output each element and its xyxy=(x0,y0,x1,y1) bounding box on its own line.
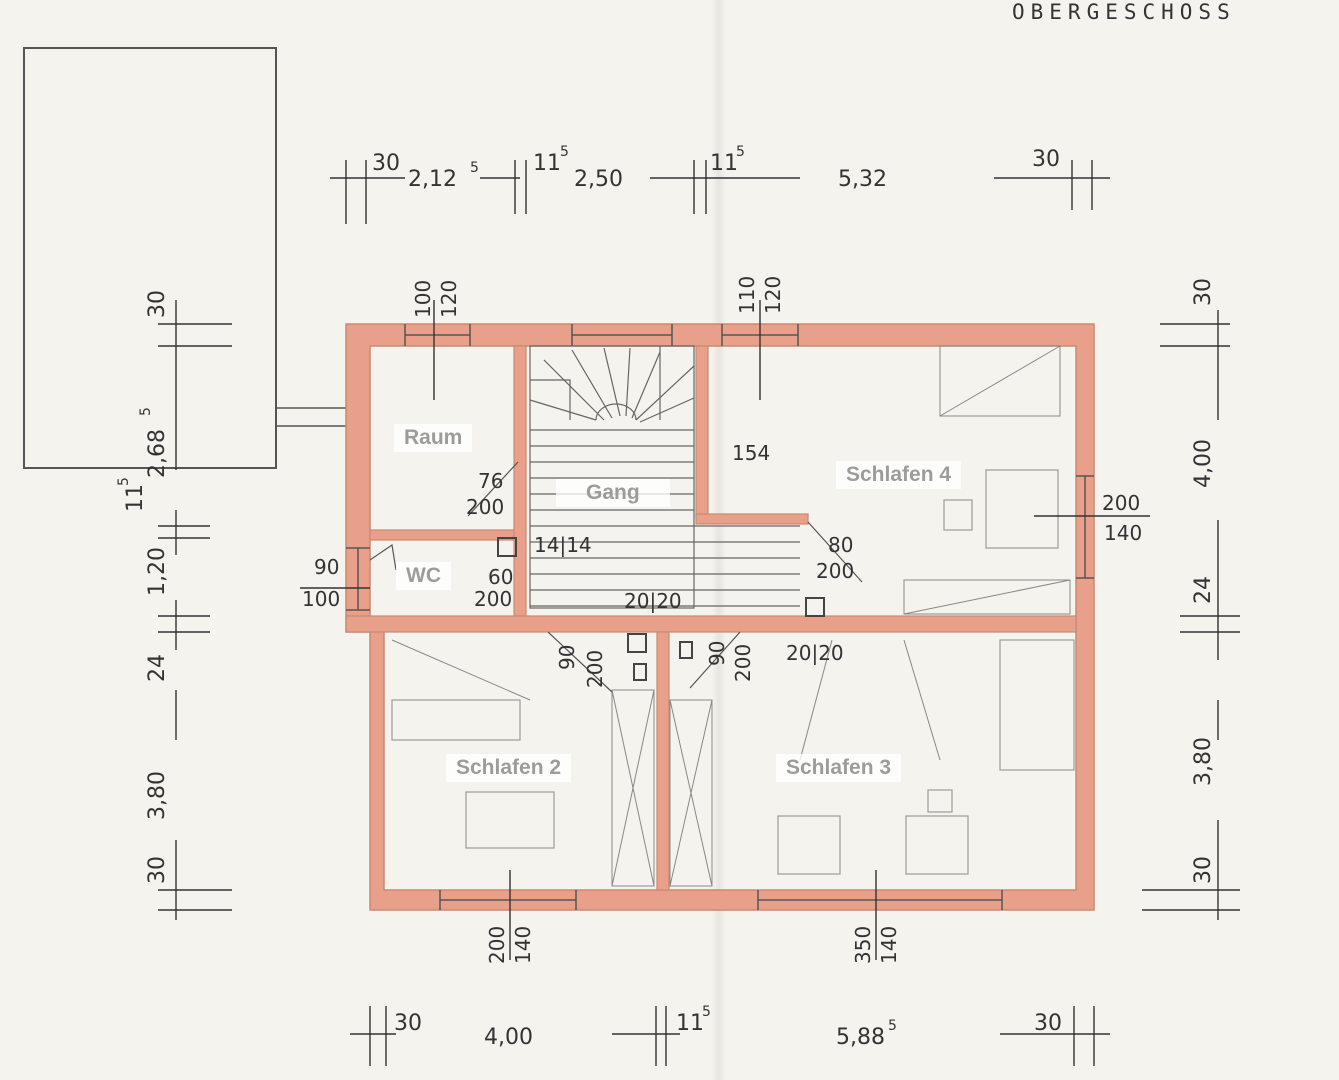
dim-top-115a: 11 xyxy=(533,151,561,176)
dimension-lines xyxy=(158,160,1240,1066)
dim-bottom-115-sup: 5 xyxy=(702,1004,711,1020)
dim-left-30a: 30 xyxy=(145,290,170,318)
annex-outline xyxy=(23,47,277,469)
dim-left-268-sup: 5 xyxy=(138,407,154,416)
dim-right-30a: 30 xyxy=(1191,278,1216,306)
dim-bottom-588-sup: 5 xyxy=(888,1018,897,1034)
paper-fold xyxy=(712,0,726,1080)
win-s4-a: 110 xyxy=(735,276,759,314)
dim-top-30a: 30 xyxy=(372,151,400,176)
win-raum-a: 100 xyxy=(411,280,435,318)
dim-right-400: 4,00 xyxy=(1191,439,1216,488)
dim-left-115: 11 xyxy=(123,484,148,512)
door-s2-a: 90 xyxy=(555,645,579,670)
door-swings xyxy=(369,461,863,693)
staircase xyxy=(529,345,800,609)
dim-bottom-30a: 30 xyxy=(394,1011,422,1036)
door-wc-a: 60 xyxy=(488,565,513,589)
stairs-label: 14|14 xyxy=(534,533,592,557)
dim-bottom-115: 11 xyxy=(676,1011,704,1036)
win-wc-a: 90 xyxy=(314,555,339,579)
dim-top-115a-sup: 5 xyxy=(560,144,569,160)
door-raum-a: 76 xyxy=(478,469,503,493)
door-raum-b: 200 xyxy=(466,495,504,519)
chimney-blocks xyxy=(497,537,825,681)
win-s3-b: 140 xyxy=(877,926,901,964)
dim-top-115b: 11 xyxy=(710,151,738,176)
dim-left-380: 3,80 xyxy=(145,771,170,820)
room-label-schlafen3: Schlafen 3 xyxy=(776,754,902,782)
win-s4-b: 120 xyxy=(761,276,785,314)
door-wc-b: 200 xyxy=(474,587,512,611)
furniture xyxy=(391,345,1075,887)
chimney-a-label: 20|20 xyxy=(624,589,682,613)
dim-bottom-588: 5,88 xyxy=(836,1025,885,1050)
dim-left-30b: 30 xyxy=(145,856,170,884)
dim-top-212-sup: 5 xyxy=(470,160,479,176)
dim-top-115b-sup: 5 xyxy=(736,144,745,160)
dim-left-115-sup: 5 xyxy=(116,477,132,486)
win-raum-b: 120 xyxy=(437,280,461,318)
door-s4-b: 200 xyxy=(816,559,854,583)
dim-top-30b: 30 xyxy=(1032,147,1060,172)
interior-walls xyxy=(345,345,1077,891)
dim-bottom-400: 4,00 xyxy=(484,1025,533,1050)
dim-left-120: 1,20 xyxy=(145,547,170,596)
door-s3-b: 200 xyxy=(731,644,755,682)
stair-run-label: 154 xyxy=(732,441,770,465)
room-label-schlafen2: Schlafen 2 xyxy=(446,754,572,782)
dim-top-250: 2,50 xyxy=(574,167,623,192)
dim-left-24: 24 xyxy=(145,654,170,682)
door-s4-a: 80 xyxy=(828,533,853,557)
door-s2-b: 200 xyxy=(583,650,607,688)
dim-left-268: 2,68 xyxy=(145,429,170,478)
room-label-schlafen4: Schlafen 4 xyxy=(836,461,962,489)
window-openings xyxy=(346,324,1094,910)
dim-right-380: 3,80 xyxy=(1191,737,1216,786)
dim-bottom-30b: 30 xyxy=(1034,1011,1062,1036)
room-label-wc: WC xyxy=(396,562,451,590)
dim-top-532: 5,32 xyxy=(838,167,887,192)
room-label-gang: Gang xyxy=(556,479,670,507)
win-s2-b: 140 xyxy=(511,926,535,964)
win-wc-b: 100 xyxy=(302,587,340,611)
win-s3-a: 350 xyxy=(851,926,875,964)
dim-top-212: 2,12 xyxy=(408,167,457,192)
plan-title: OBERGESCHOSS xyxy=(1012,0,1236,24)
chimney-b-label: 20|20 xyxy=(786,641,844,665)
dim-right-24: 24 xyxy=(1191,576,1216,604)
win-s2-a: 200 xyxy=(485,926,509,964)
room-label-raum: Raum xyxy=(394,424,473,452)
win-s4-side-a: 200 xyxy=(1102,491,1140,515)
win-s4-side-b: 140 xyxy=(1104,521,1142,545)
dim-right-30b: 30 xyxy=(1191,856,1216,884)
door-s3-a: 90 xyxy=(705,641,729,666)
